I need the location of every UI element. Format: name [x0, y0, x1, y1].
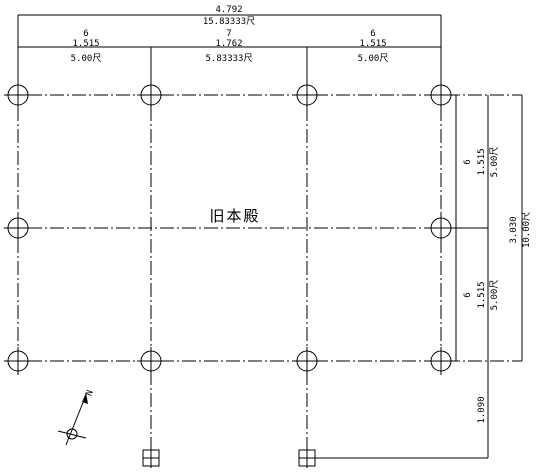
right-bay1-meters: 1.515	[477, 148, 487, 175]
north-arrow-icon: N	[57, 389, 96, 446]
column-marker	[4, 347, 32, 375]
column-marker	[427, 81, 455, 109]
column-marker	[293, 347, 321, 375]
column-marker	[4, 214, 32, 242]
right-dimension-chain: 6 1.515 5.00尺 6 1.515 5.00尺 3.030 10.00尺…	[307, 95, 532, 459]
bay2-meters: 1.762	[215, 39, 242, 49]
north-label: N	[84, 389, 95, 398]
right-overall-meters: 3.030	[509, 216, 519, 243]
square-post-marker	[142, 449, 160, 467]
overall-width-shaku: 15.83333尺	[203, 16, 255, 27]
bay1-count: 6	[83, 29, 88, 39]
grid-axes	[6, 85, 522, 468]
bay1-shaku: 5.00尺	[71, 53, 102, 64]
column-markers	[4, 81, 455, 375]
column-marker	[4, 81, 32, 109]
post-markers	[142, 449, 316, 467]
bay3-meters: 1.515	[359, 39, 386, 49]
column-marker	[293, 81, 321, 109]
right-bay1-count: 6	[463, 159, 473, 164]
bay2-count: 7	[226, 29, 231, 39]
right-bay2-meters: 1.515	[477, 281, 487, 308]
right-bay2-shaku: 5.00尺	[489, 280, 500, 311]
bay3-shaku: 5.00尺	[358, 53, 389, 64]
building-label: 旧本殿	[209, 207, 260, 225]
column-marker	[137, 81, 165, 109]
right-bay1-shaku: 5.00尺	[489, 147, 500, 178]
column-marker	[427, 347, 455, 375]
bay1-meters: 1.515	[72, 39, 99, 49]
overall-width-meters: 4.792	[215, 5, 242, 15]
top-dimension-chain: 4.792 15.83333尺 6 1.515 5.00尺 7 1.762 5.…	[17, 5, 442, 85]
right-overall-shaku: 10.00尺	[521, 212, 532, 248]
right-bay2-count: 6	[463, 292, 473, 297]
bay2-shaku: 5.83333尺	[206, 53, 253, 64]
right-extension-meters: 1.090	[477, 396, 487, 423]
bay3-count: 6	[370, 29, 375, 39]
column-marker	[137, 347, 165, 375]
